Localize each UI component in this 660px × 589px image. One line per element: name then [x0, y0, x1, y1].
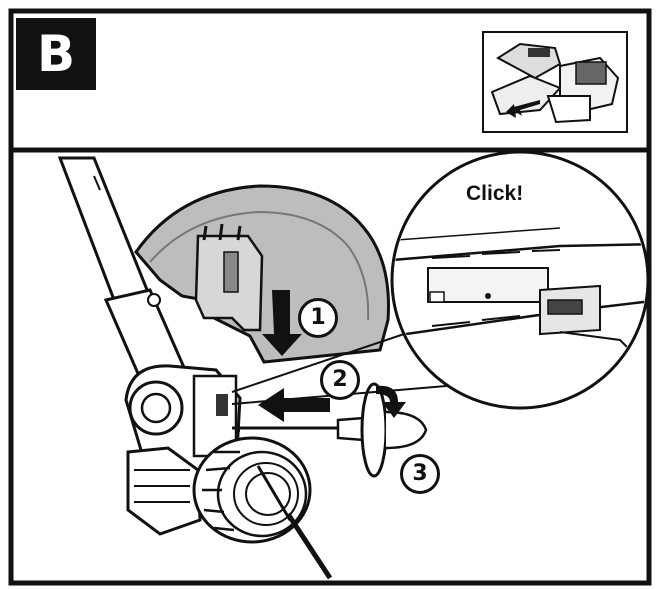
detail-magnifier [390, 150, 650, 410]
step-3-marker: 3 [400, 454, 440, 494]
step-2-marker: 2 [320, 360, 360, 400]
step-letter-badge: B [16, 18, 96, 90]
rotate-arrow [376, 385, 406, 418]
motor-housing [124, 364, 242, 536]
press-down-arrow [262, 290, 302, 356]
slide-left-arrow [258, 388, 330, 422]
click-label: Click! [466, 182, 524, 205]
step-1-marker: 1 [298, 298, 338, 338]
spool [192, 436, 333, 580]
battery-removal-thumbnail [482, 31, 628, 133]
screwdriver [232, 382, 428, 478]
